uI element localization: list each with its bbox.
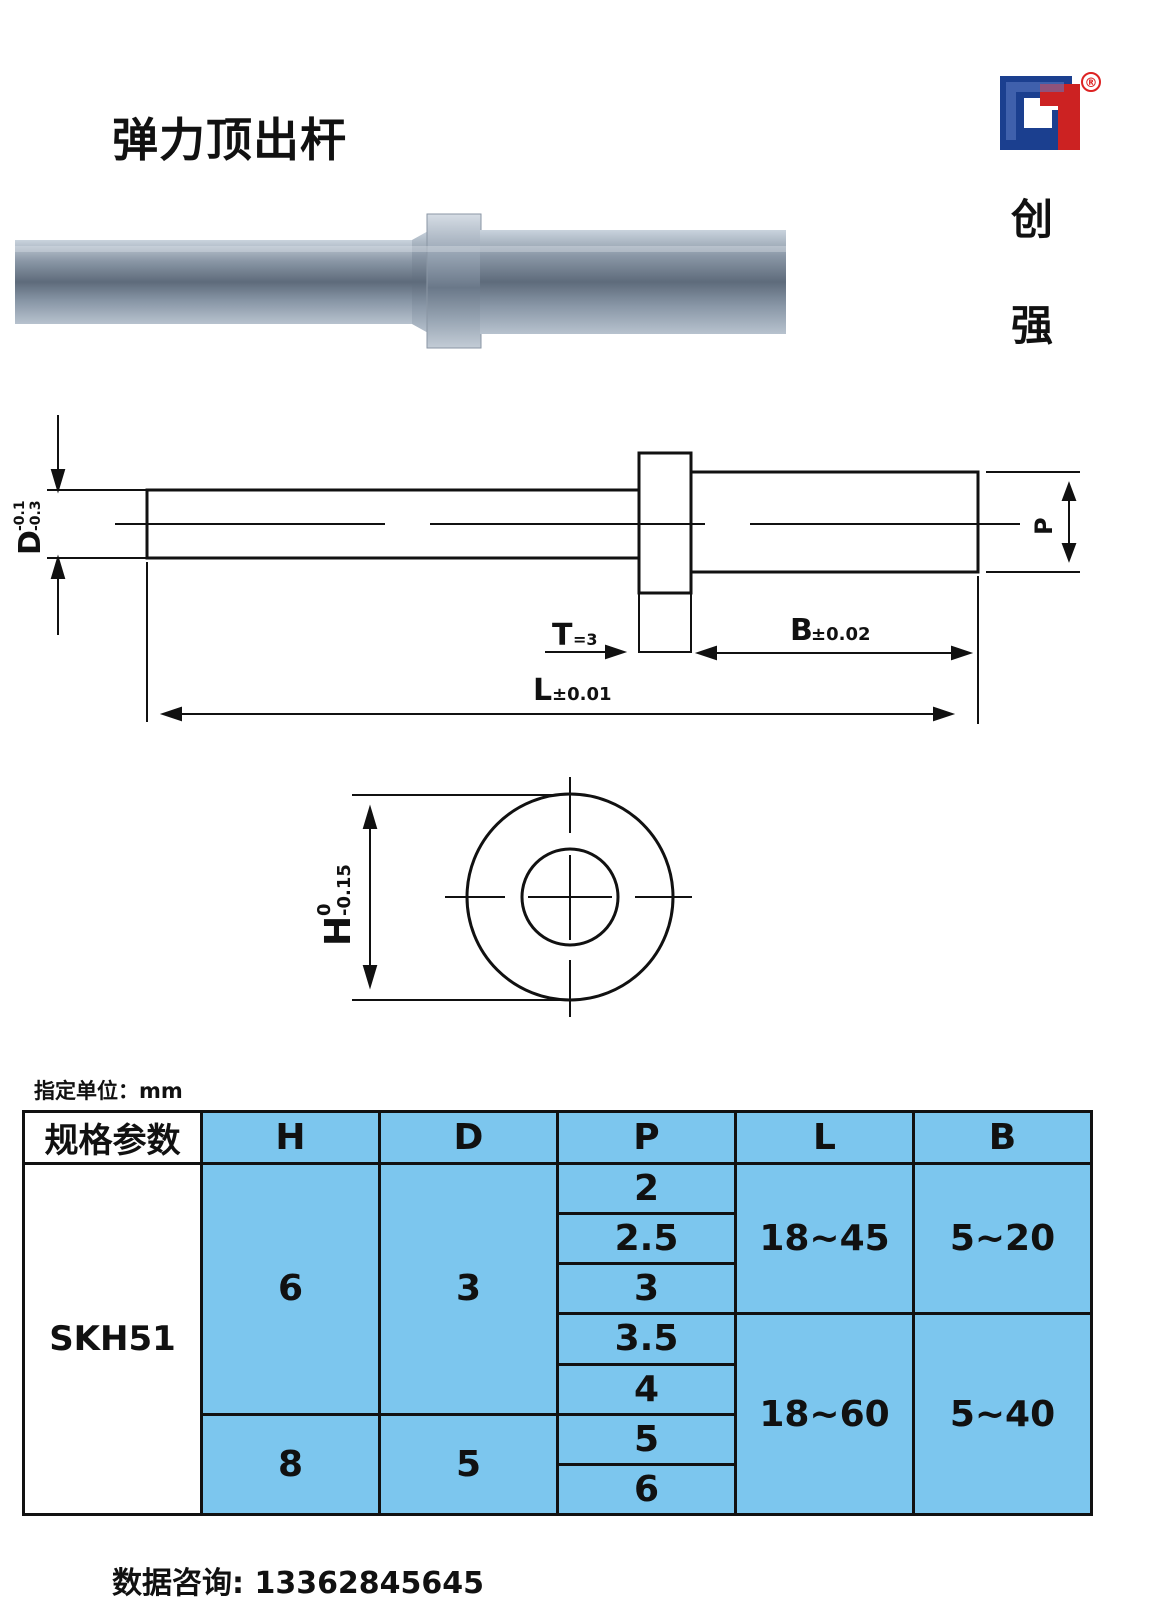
page-title: 弹力顶出杆 <box>112 113 347 167</box>
l-dimension <box>146 562 979 724</box>
b-dimension <box>694 645 974 661</box>
p-cell: 3.5 <box>556 1312 737 1366</box>
h-dimension <box>352 794 560 1001</box>
pin-taper <box>412 230 430 334</box>
h-cell: 6 <box>200 1162 381 1416</box>
p-label: P <box>1030 517 1058 535</box>
registered-mark: ® <box>1081 72 1101 92</box>
p-cell: 6 <box>556 1462 737 1517</box>
brand-name-char-2: 强 <box>1010 301 1053 350</box>
p-cell: 2 <box>556 1161 737 1216</box>
d-label: D <box>13 530 48 555</box>
end-view-crosshair <box>445 777 692 1017</box>
b-tol: ±0.02 <box>811 624 871 645</box>
d-dimension <box>47 415 147 635</box>
l-cell: 18~45 <box>734 1161 915 1316</box>
b-cell: 5~20 <box>912 1161 1093 1316</box>
product-photo <box>15 213 786 349</box>
d-tol-lower: -0.3 <box>28 500 44 531</box>
table-row: 2.5 <box>24 1212 1092 1266</box>
header-b: B <box>912 1110 1093 1165</box>
d-cell: 3 <box>378 1162 559 1416</box>
p-cell: 3 <box>556 1262 737 1316</box>
table-header-row: 规格参数 H D P L B <box>22 1110 1093 1165</box>
h-tol-upper: 0 <box>314 903 335 916</box>
header-spec-params: 规格参数 <box>22 1110 203 1165</box>
d-tol-upper: -0.1 <box>12 500 28 531</box>
b-cell: 5~40 <box>912 1312 1093 1516</box>
t-dimension <box>545 644 628 660</box>
t-label: T <box>552 618 573 653</box>
h-label: H <box>318 916 359 946</box>
header-d: D <box>378 1110 559 1165</box>
table-row: 3.5 18~60 5~40 <box>24 1312 1093 1516</box>
contact-info: 数据咨询: 13362845645 <box>112 1566 485 1601</box>
t-value: =3 <box>573 630 598 649</box>
l-tol: ±0.01 <box>552 684 612 705</box>
d-cell: 5 <box>378 1412 559 1517</box>
l-cell: 18~60 <box>734 1312 915 1516</box>
header-h: H <box>200 1110 381 1165</box>
h-cell: 8 <box>200 1412 381 1517</box>
p-cell: 4 <box>556 1362 737 1416</box>
p-cell: 5 <box>556 1412 737 1466</box>
b-label: B <box>790 613 813 648</box>
table-row: 4 <box>24 1362 1092 1416</box>
pin-shank <box>15 240 427 324</box>
header-p: P <box>556 1110 737 1165</box>
header-l: L <box>734 1110 915 1165</box>
table-row: 6 <box>24 1462 1092 1517</box>
pin-body <box>480 230 786 334</box>
body-outline <box>689 470 980 574</box>
pin-head <box>426 213 482 349</box>
l-label: L <box>533 673 552 708</box>
t-thickness-box <box>638 592 692 653</box>
table-row: 3 <box>24 1262 1092 1316</box>
brand-name-char-1: 创 <box>1010 195 1053 244</box>
unit-note: 指定单位：mm <box>34 1079 183 1103</box>
material-cell: SKH51 <box>22 1162 203 1516</box>
h-tol-lower: -0.15 <box>334 864 355 916</box>
p-cell: 2.5 <box>556 1212 737 1266</box>
spec-table: 规格参数 H D P L B SKH51 6 3 2 18~45 5~20 2.… <box>22 1110 1093 1517</box>
table-row: 8 5 5 <box>24 1412 1092 1517</box>
table-row: SKH51 6 3 2 18~45 5~20 <box>22 1161 1093 1516</box>
p-dimension <box>986 471 1080 573</box>
